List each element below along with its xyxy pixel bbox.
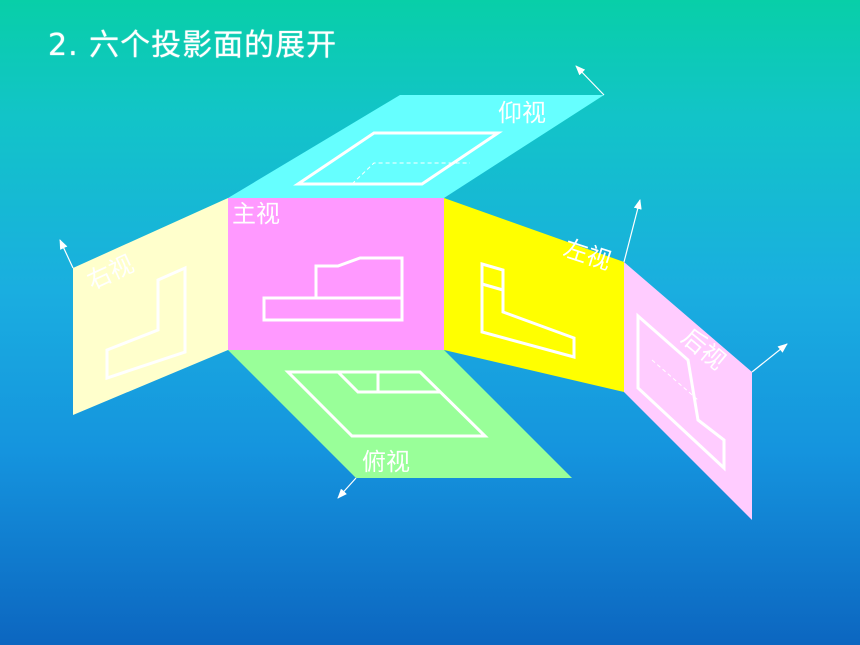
top-view-panel: 俯视 [228,350,572,478]
back-view-outline [636,312,726,472]
top-view-inner-step [336,370,440,394]
bottom-view-panel: 仰视 [228,95,604,198]
bottom-view-outline [293,131,503,186]
left-view-panel: 左视 [444,198,624,392]
left-view-outline [480,262,576,359]
back-view-plane [624,262,752,520]
back-view-panel: 后视 [624,262,752,520]
front-view-outline [262,256,404,322]
right-rotation-arrow [59,239,74,269]
bottom-view-hidden-line [351,162,470,185]
rotation-arrows [59,65,788,499]
right-view-outline [105,265,187,381]
bottom-rotation-arrow [575,65,605,96]
slide-title: 2. 六个投影面的展开 [48,28,338,63]
front-view-plane [228,198,444,350]
right-view-panel: 右视 [73,198,228,415]
top-view-label: 俯视 [362,448,410,476]
top-view-outline [284,370,489,438]
left-view-inner-line [481,282,504,292]
front-view-panel: 主视 [228,198,444,350]
top-view-plane [228,350,572,478]
bottom-view-plane [228,95,604,198]
back-view-hidden-line [651,359,699,401]
left-rotation-arrow [623,199,642,263]
left-view-plane [444,198,624,392]
front-view-label: 主视 [232,200,280,228]
top-rotation-arrow [337,477,357,499]
bottom-view-label: 仰视 [498,99,546,127]
right-view-plane [73,198,228,415]
back-rotation-arrow [751,343,788,373]
